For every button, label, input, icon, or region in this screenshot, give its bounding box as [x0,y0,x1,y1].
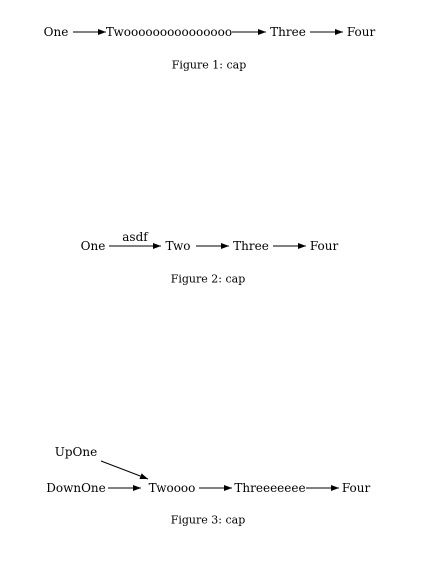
fig1-node-four: Four [346,25,376,39]
fig2-node-two: Two [165,239,191,253]
fig1-caption: Figure 1: cap [171,58,247,72]
fig2-edge-label: asdf [122,230,148,244]
fig1-node-one: One [43,25,69,39]
fig3-node-upone: UpOne [54,445,98,459]
fig3-arrow-upone-to-two [100,460,149,480]
fig3-node-three: Threeeeeee [234,481,306,495]
fig2-node-three: Three [233,239,269,253]
fig2-node-four: Four [309,239,339,253]
fig3-node-downone: DownOne [46,481,106,495]
fig3-node-four: Four [341,481,371,495]
fig1-node-two: Twooooooooooooooo [105,25,233,39]
fig2-caption: Figure 2: cap [170,272,246,286]
fig3-caption: Figure 3: cap [170,513,246,527]
fig2-node-one: One [80,239,106,253]
fig1-node-three: Three [270,25,306,39]
fig3-node-two: Twoooo [148,481,196,495]
